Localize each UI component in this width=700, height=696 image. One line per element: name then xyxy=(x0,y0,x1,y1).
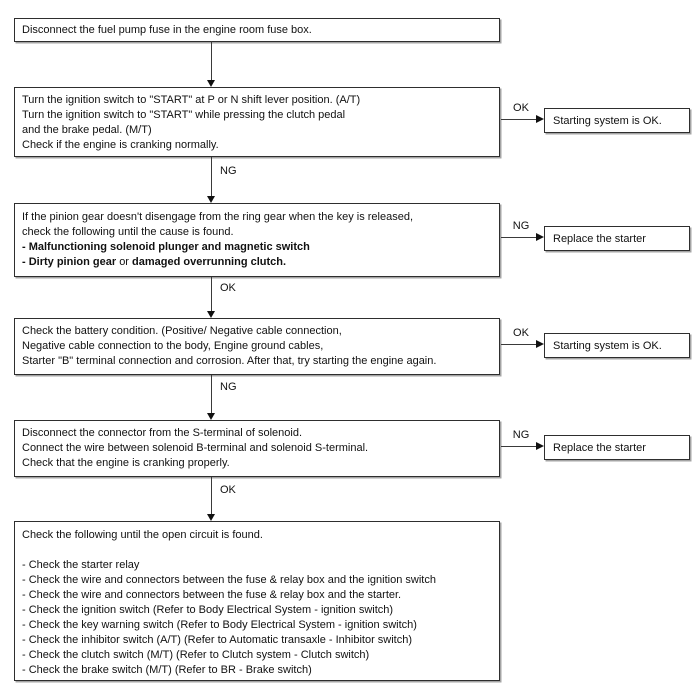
flow-step-2-text: Turn the ignition switch to "START" at P… xyxy=(22,94,361,106)
arrow-down-4-head xyxy=(207,413,215,420)
plain-text: or xyxy=(119,256,129,268)
arrow-down-2-label: NG xyxy=(220,165,237,177)
flow-step-3-mixed-text: - Dirty pinion gear or damaged overrunni… xyxy=(22,255,492,270)
branch-2-result-box: Replace the starter xyxy=(544,226,690,251)
branch-3-result-box: Starting system is OK. xyxy=(544,333,690,358)
arrow-down-1-head xyxy=(207,80,215,87)
flow-step-5-text: Disconnect the connector from the S-term… xyxy=(22,427,303,439)
flow-step-3-box: If the pinion gear doesn't disengage fro… xyxy=(14,203,500,277)
branch-3-result-text: Starting system is OK. xyxy=(553,339,662,352)
branch-2-label: NG xyxy=(512,220,530,232)
flow-step-6-text: - Check the inhibitor switch (A/T) (Refe… xyxy=(22,634,413,646)
flow-step-6-spacer xyxy=(22,543,492,558)
flow-step-6-text: - Check the starter relay xyxy=(22,559,140,571)
flow-step-6-text: - Check the ignition switch (Refer to Bo… xyxy=(22,604,394,616)
flow-step-4-text: Negative cable connection to the body, E… xyxy=(22,340,324,352)
branch-1-arrow-shaft xyxy=(501,119,537,120)
flow-step-5-box: Disconnect the connector from the S-term… xyxy=(14,420,500,477)
branch-4-arrow-head xyxy=(536,442,544,450)
flow-step-6-text: - Check the wire and connectors between … xyxy=(22,574,436,586)
flow-step-1-text: Disconnect the fuel pump fuse in the eng… xyxy=(22,24,312,36)
branch-3-arrow-shaft xyxy=(501,344,537,345)
branch-2-arrow-shaft xyxy=(501,237,537,238)
arrow-down-2-shaft xyxy=(211,157,212,196)
arrow-down-1-shaft xyxy=(211,41,212,80)
arrow-down-4-shaft xyxy=(211,375,212,413)
flow-step-3-text: check the following until the cause is f… xyxy=(22,226,234,238)
branch-4-arrow-shaft xyxy=(501,446,537,447)
arrow-down-3-head xyxy=(207,311,215,318)
branch-1-arrow-head xyxy=(536,115,544,123)
arrow-down-5-head xyxy=(207,514,215,521)
arrow-down-5-label: OK xyxy=(220,484,236,496)
arrow-down-4-label: NG xyxy=(220,381,237,393)
arrow-down-5-shaft xyxy=(211,477,212,514)
flow-step-2-text: Turn the ignition switch to "START" whil… xyxy=(22,109,346,121)
flow-step-6-text: - Check the brake switch (M/T) (Refer to… xyxy=(22,664,312,676)
branch-1-result-text: Starting system is OK. xyxy=(553,114,662,127)
flow-step-6-text: - Check the clutch switch (M/T) (Refer t… xyxy=(22,649,370,661)
flow-step-3-text: If the pinion gear doesn't disengage fro… xyxy=(22,211,414,223)
branch-1-result-box: Starting system is OK. xyxy=(544,108,690,133)
flow-step-6-text: - Check the wire and connectors between … xyxy=(22,589,402,601)
bold-text: - Dirty pinion gear xyxy=(22,256,117,268)
bold-text: damaged overrunning clutch. xyxy=(132,256,287,268)
branch-3-label: OK xyxy=(513,327,529,339)
branch-1-label: OK xyxy=(513,102,529,114)
flow-step-3-bold-text: - Malfunctioning solenoid plunger and ma… xyxy=(22,241,310,253)
arrow-down-2-head xyxy=(207,196,215,203)
flow-step-6-box: Check the following until the open circu… xyxy=(14,521,500,681)
flow-step-1-box: Disconnect the fuel pump fuse in the eng… xyxy=(14,18,500,42)
branch-4-label: NG xyxy=(512,429,530,441)
flow-step-6-text: - Check the key warning switch (Refer to… xyxy=(22,619,417,631)
arrow-down-3-shaft xyxy=(211,277,212,311)
flow-step-4-text: Starter "B" terminal connection and corr… xyxy=(22,355,437,367)
flow-step-5-text: Check that the engine is cranking proper… xyxy=(22,457,230,469)
flow-step-4-text: Check the battery condition. (Positive/ … xyxy=(22,325,342,337)
flow-step-5-text: Connect the wire between solenoid B-term… xyxy=(22,442,369,454)
branch-2-arrow-head xyxy=(536,233,544,241)
arrow-down-3-label: OK xyxy=(220,282,236,294)
branch-2-result-text: Replace the starter xyxy=(553,232,646,245)
flow-step-2-text: Check if the engine is cranking normally… xyxy=(22,139,219,151)
branch-4-result-box: Replace the starter xyxy=(544,435,690,460)
flow-step-2-text: and the brake pedal. (M/T) xyxy=(22,124,152,136)
branch-4-result-text: Replace the starter xyxy=(553,441,646,454)
flow-step-2-box: Turn the ignition switch to "START" at P… xyxy=(14,87,500,157)
flow-step-4-box: Check the battery condition. (Positive/ … xyxy=(14,318,500,375)
branch-3-arrow-head xyxy=(536,340,544,348)
flow-step-6-text: Check the following until the open circu… xyxy=(22,529,263,541)
